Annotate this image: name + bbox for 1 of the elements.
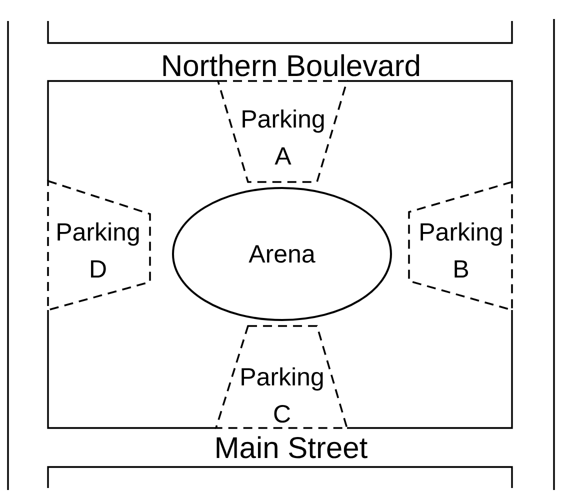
- arena-oval: Arena: [172, 187, 392, 321]
